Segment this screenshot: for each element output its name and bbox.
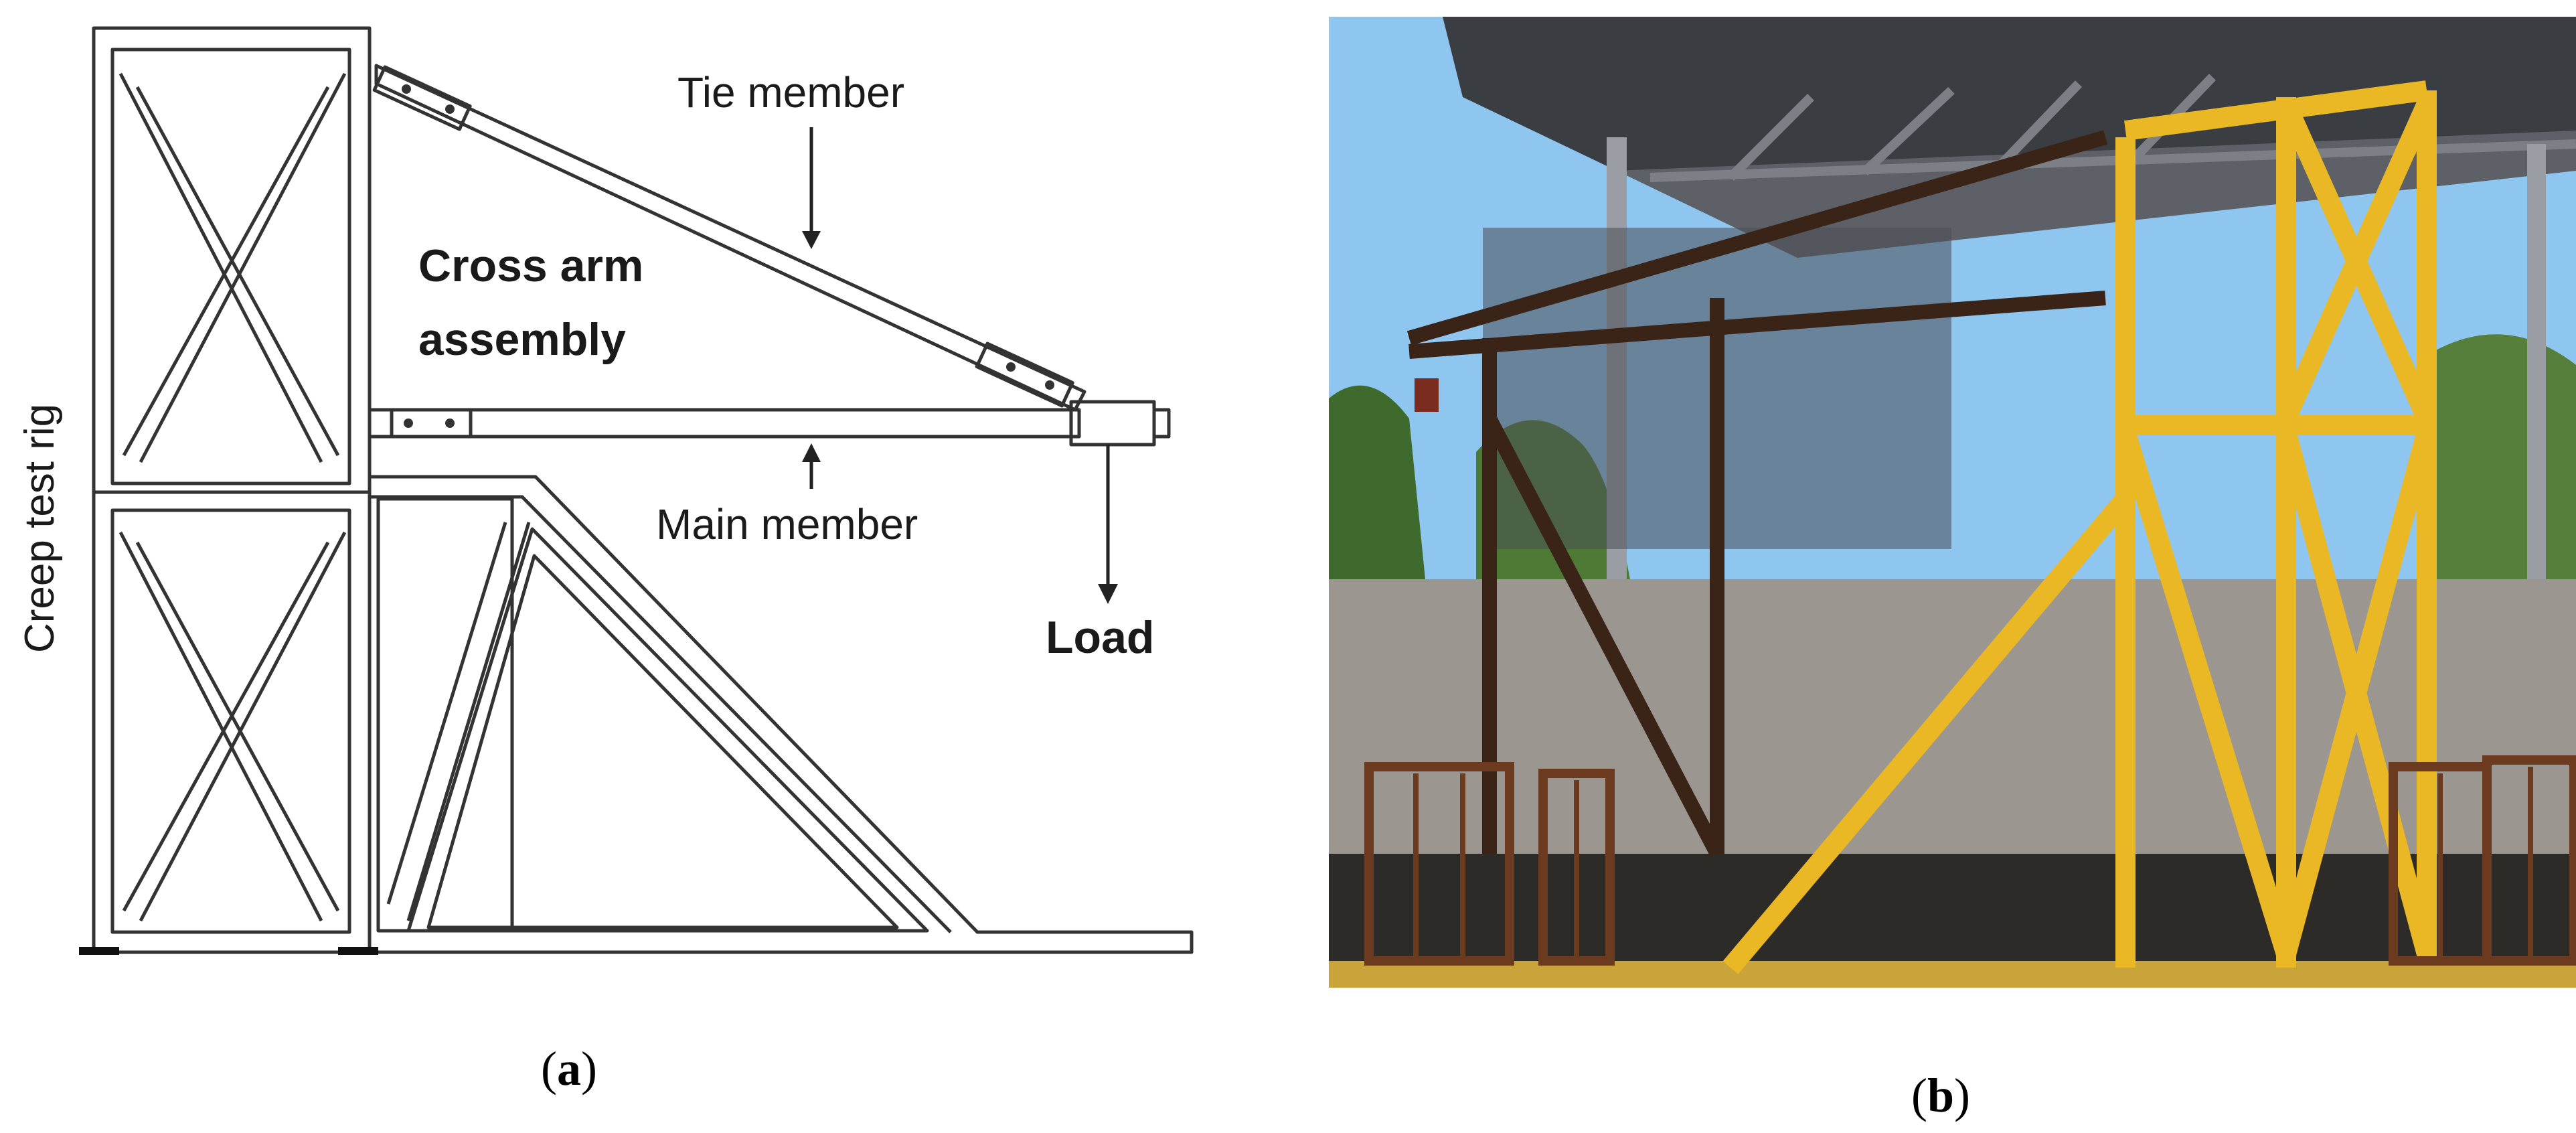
bolt bbox=[445, 104, 455, 114]
main-member bbox=[368, 408, 1081, 439]
truss-web bbox=[1727, 94, 1814, 181]
roof-underside bbox=[1617, 131, 2576, 258]
cross-arm-label-line2: assembly bbox=[418, 314, 626, 365]
caption-a: (a) bbox=[541, 1042, 597, 1096]
rust-cage bbox=[1538, 769, 1615, 966]
trees-right bbox=[2427, 334, 2576, 619]
tie-member-end-plate bbox=[372, 65, 472, 131]
bolt bbox=[445, 419, 455, 428]
cross-arm-tie bbox=[1406, 130, 2108, 346]
main-member-label: Main member bbox=[656, 500, 918, 548]
rig-label: Creep test rig bbox=[17, 404, 63, 653]
rust-cage bbox=[2482, 755, 2576, 966]
photo-panel-b bbox=[1329, 17, 2576, 988]
main-member-cap bbox=[1069, 400, 1156, 447]
rig-support-inner bbox=[370, 495, 952, 933]
load-arrowhead bbox=[1098, 584, 1118, 604]
bolt bbox=[404, 419, 413, 428]
bolt bbox=[1045, 380, 1054, 390]
support-triangle-inner bbox=[426, 554, 899, 929]
ground-edge bbox=[1329, 961, 2576, 988]
cross-arm-main bbox=[1408, 291, 2106, 359]
trees-left bbox=[1329, 385, 1429, 619]
diagram-panel-a: Tie member Main member Cross arm assembl… bbox=[17, 26, 1194, 955]
bolt bbox=[1006, 362, 1016, 372]
rust-cage bbox=[1364, 762, 1514, 966]
hanging-load bbox=[1415, 378, 1439, 412]
base-foot-left bbox=[79, 947, 119, 955]
tie-member-label: Tie member bbox=[677, 68, 904, 117]
cross-arm-frame-brace bbox=[1483, 414, 1724, 858]
upper-cross-brace-2b bbox=[139, 72, 347, 463]
truss-web bbox=[1994, 80, 2083, 171]
truss-web bbox=[1861, 86, 1955, 176]
rig-support-outline bbox=[94, 475, 1194, 954]
upper-cross-brace-2 bbox=[122, 86, 330, 457]
yellow-tower-brace bbox=[2115, 429, 2296, 958]
yellow-tower-top bbox=[2124, 80, 2428, 141]
lower-cross-brace-1b bbox=[118, 531, 323, 922]
lower-cross-brace-2b bbox=[139, 531, 347, 922]
yellow-tower-brace bbox=[2277, 99, 2436, 423]
lower-cross-brace-1 bbox=[135, 541, 340, 912]
upper-cross-brace-1 bbox=[135, 86, 340, 457]
upper-cross-brace-1b bbox=[118, 72, 323, 463]
caption-b: (b) bbox=[1911, 1069, 1971, 1122]
bolt bbox=[402, 84, 411, 94]
yellow-tower-brace bbox=[2276, 429, 2437, 957]
bolt-group bbox=[402, 84, 1054, 428]
main-member-tip bbox=[1152, 408, 1171, 439]
yellow-support-diagonal bbox=[1722, 492, 2134, 974]
tie-member-arrowhead bbox=[802, 231, 821, 249]
lower-cross-brace-2 bbox=[122, 541, 330, 912]
load-label: Load bbox=[1046, 612, 1154, 663]
tower-outer-frame bbox=[92, 26, 372, 954]
support-brace-1 bbox=[386, 522, 507, 905]
tower-upper-box bbox=[110, 48, 351, 485]
main-member-end-plate bbox=[390, 408, 473, 439]
cross-arm-label-line1: Cross arm bbox=[418, 240, 643, 291]
tie-member-far-plate bbox=[975, 342, 1074, 408]
tower-lower-box bbox=[110, 508, 351, 934]
main-member-arrowhead bbox=[802, 443, 821, 462]
support-brace-2 bbox=[406, 522, 531, 921]
support-triangle bbox=[406, 527, 929, 933]
base-foot-mid bbox=[338, 947, 378, 955]
